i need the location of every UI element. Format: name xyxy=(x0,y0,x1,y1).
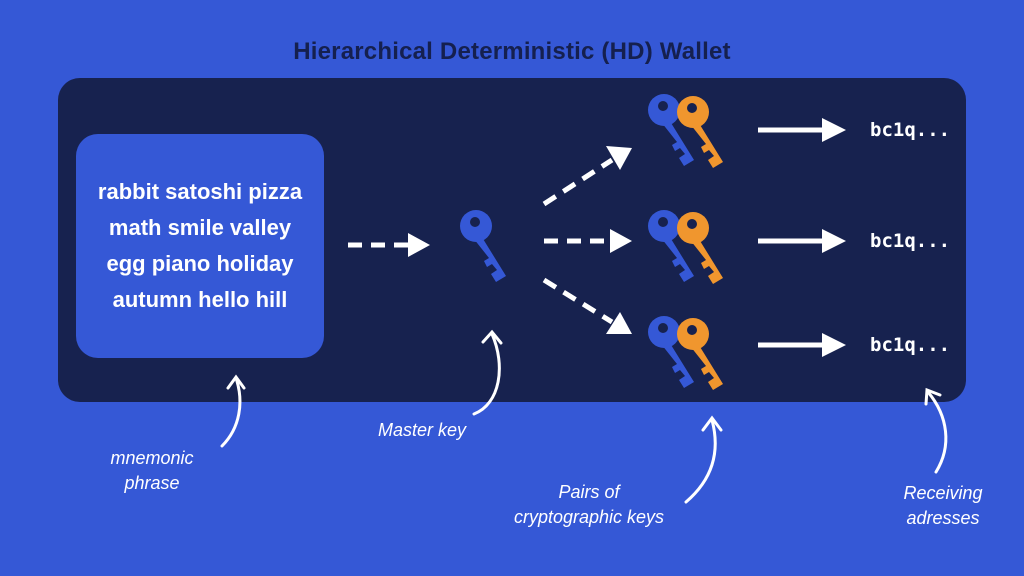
arrow-right-icon xyxy=(758,118,846,142)
arrow-right-icon xyxy=(542,146,632,207)
arrow-right-icon xyxy=(544,229,632,253)
curved-arrow-up-icon xyxy=(924,387,948,474)
key-pair-icon xyxy=(648,316,723,390)
mnemonic-line: rabbit satoshi pizza xyxy=(97,179,303,204)
arrow-right-icon xyxy=(758,333,846,357)
master-key-caption: Master key xyxy=(377,420,467,440)
arrow-right-icon xyxy=(542,277,632,334)
arrow-right-icon xyxy=(758,229,846,253)
key-pair-icon xyxy=(648,94,723,168)
key-pairs-caption: Pairs of cryptographic keys xyxy=(500,480,678,530)
caption-line: Pairs of xyxy=(558,482,620,502)
caption-line: mnemonic xyxy=(110,448,194,468)
caption-line: adresses xyxy=(906,508,980,528)
master-key-icon xyxy=(460,210,506,282)
receiving-address: bc1q... xyxy=(870,230,951,252)
mnemonic-line: math smile valley xyxy=(108,215,292,240)
mnemonic-phrase-box: rabbit satoshi pizza math smile valley e… xyxy=(76,134,324,358)
mnemonic-line: egg piano holiday xyxy=(106,251,294,276)
caption-line: Receiving xyxy=(903,483,983,503)
mnemonic-line: autumn hello hill xyxy=(112,287,288,312)
key-pair-icon xyxy=(648,210,723,284)
curved-arrow-up-icon xyxy=(684,415,723,504)
mnemonic-caption: mnemonic phrase xyxy=(90,446,214,496)
caption-line: phrase xyxy=(124,473,180,493)
receiving-address: bc1q... xyxy=(870,119,951,141)
receiving-address: bc1q... xyxy=(870,334,951,356)
curved-arrow-up-icon xyxy=(472,329,503,416)
caption-line: cryptographic keys xyxy=(513,507,665,527)
diagram-title: Hierarchical Deterministic (HD) Wallet xyxy=(293,38,731,65)
curved-arrow-up-icon xyxy=(220,374,246,448)
arrow-right-icon xyxy=(348,233,430,257)
receiving-caption: Receiving adresses xyxy=(884,481,1002,531)
